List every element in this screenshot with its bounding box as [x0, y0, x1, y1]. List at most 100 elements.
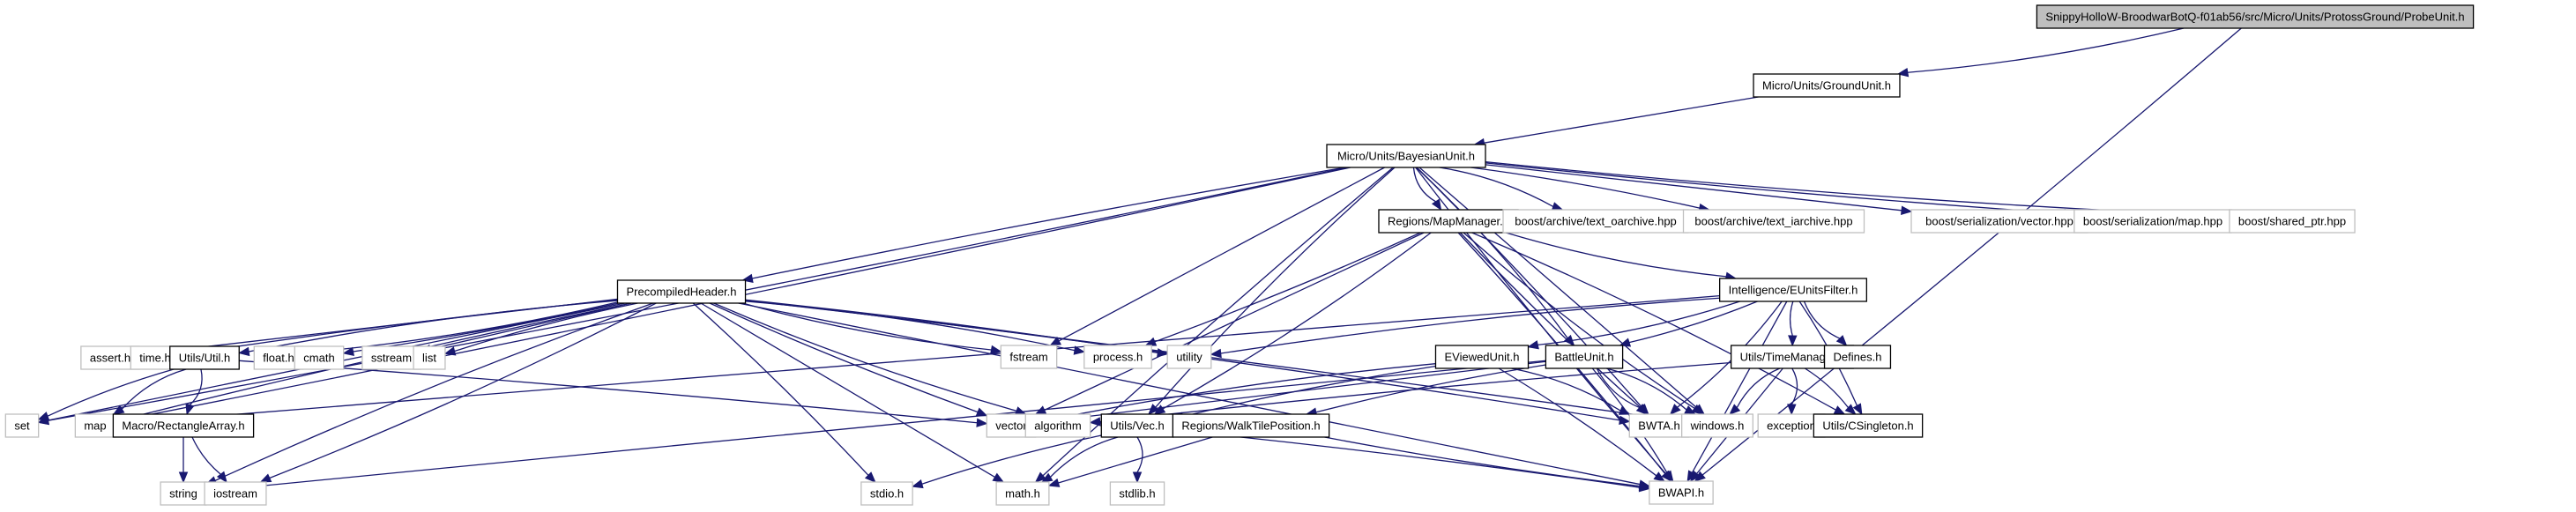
- edge-timemgr-to-windows: [1736, 367, 1781, 408]
- node-box[interactable]: [1753, 73, 1901, 98]
- node-box[interactable]: [112, 413, 255, 438]
- node-label: Utils/TimeManager.h: [1740, 351, 1845, 364]
- arrowhead-icon: [1663, 470, 1674, 483]
- node-box[interactable]: [1434, 345, 1530, 369]
- node-defines[interactable]: Defines.h: [1823, 345, 1892, 369]
- node-eviewed[interactable]: EViewedUnit.h: [1434, 345, 1530, 369]
- node-box: [413, 345, 446, 370]
- edge-bayes-to-svec: [1485, 164, 1902, 211]
- node-label: algorithm: [1034, 419, 1081, 433]
- edge-battle-to-windows: [1606, 367, 1687, 411]
- node-label: Regions/WalkTilePosition.h: [1181, 419, 1320, 433]
- edge-ground-to-bayes: [1484, 96, 1759, 144]
- node-ground[interactable]: Micro/Units/GroundUnit.h: [1753, 73, 1901, 98]
- edge-battle-to-vector: [1045, 360, 1546, 423]
- node-rectarr[interactable]: Macro/RectangleArray.h: [112, 413, 255, 438]
- arrowhead-icon: [990, 345, 1002, 355]
- edge-mapmgr-to-process: [1154, 232, 1421, 343]
- arrowhead-icon: [1787, 404, 1797, 416]
- edge-vec-to-stdlib: [1136, 436, 1143, 473]
- node-bayes[interactable]: Micro/Units/BayesianUnit.h: [1326, 144, 1486, 168]
- edge-pch-to-string: [214, 302, 654, 481]
- arrowhead-icon: [178, 471, 189, 484]
- node-box: [1910, 209, 2088, 234]
- node-windows: windows.h: [1680, 413, 1754, 438]
- arrowhead-icon: [1153, 404, 1166, 415]
- edge-bayes-to-fstream: [1058, 167, 1385, 342]
- edge-bayes-to-vec: [1155, 167, 1396, 408]
- node-label: float.h: [263, 352, 294, 365]
- node-label: Macro/RectangleArray.h: [122, 419, 244, 433]
- edge-bayes-to-toarch: [1439, 167, 1554, 207]
- node-box[interactable]: [616, 279, 747, 304]
- node-label: stdlib.h: [1119, 487, 1155, 501]
- node-box[interactable]: [1172, 413, 1330, 438]
- arrowhead-icon: [864, 471, 876, 483]
- node-stdio: stdio.h: [860, 481, 913, 506]
- node-box[interactable]: [1326, 144, 1486, 168]
- arrowhead-icon: [1073, 345, 1086, 355]
- node-box[interactable]: [1378, 209, 1519, 234]
- edge-mapmgr-to-vector: [1044, 232, 1425, 411]
- node-pch[interactable]: PrecompiledHeader.h: [616, 279, 747, 304]
- arrowhead-icon: [1040, 472, 1053, 483]
- node-box[interactable]: [2036, 4, 2475, 29]
- node-box: [1083, 345, 1152, 369]
- node-box: [1109, 481, 1165, 506]
- node-vec[interactable]: Utils/Vec.h: [1100, 413, 1174, 438]
- node-math: math.h: [995, 481, 1050, 506]
- node-tiarch: boost/archive/text_iarchive.hpp: [1682, 209, 1865, 234]
- edge-root-to-bwapi: [1701, 27, 2242, 476]
- node-walktile[interactable]: Regions/WalkTilePosition.h: [1172, 413, 1330, 438]
- arrowhead-icon: [1047, 478, 1061, 487]
- node-label: Micro/Units/BayesianUnit.h: [1337, 150, 1475, 163]
- node-box[interactable]: [1813, 413, 1924, 438]
- arrowhead-icon: [1527, 340, 1539, 350]
- arrowhead-icon: [1653, 471, 1666, 482]
- node-label: iostream: [213, 487, 257, 501]
- edge-root-to-ground: [1907, 27, 2185, 73]
- edge-timemgr-to-csingleton: [1804, 367, 1850, 409]
- edge-pch-to-bwapi: [738, 302, 1641, 486]
- edge-bayes-to-smap: [1485, 162, 2065, 214]
- arrowhead-icon: [1788, 335, 1798, 347]
- node-mapmgr[interactable]: Regions/MapManager.h: [1378, 209, 1519, 234]
- node-vector: vector: [986, 413, 1037, 438]
- edge-rectarr-to-iostream: [191, 436, 221, 475]
- arrowhead-icon: [1619, 415, 1631, 426]
- edge-eunits-to-timemgr: [1789, 301, 1794, 337]
- edge-eunits-to-map: [124, 295, 1720, 424]
- node-process: process.h: [1083, 345, 1152, 369]
- edge-pch-to-list: [454, 302, 638, 352]
- node-box[interactable]: [1823, 345, 1892, 369]
- arrowhead-icon: [216, 471, 227, 484]
- node-eunits[interactable]: Intelligence/EUnitsFilter.h: [1719, 278, 1867, 302]
- edge-pch-to-float: [312, 301, 618, 353]
- node-root[interactable]: SnippyHolloW-BroodwarBotQ-f01ab56/src/Mi…: [2036, 4, 2475, 29]
- node-iostream: iostream: [204, 481, 267, 506]
- node-label: sstream: [371, 352, 412, 365]
- arrowhead-icon: [342, 346, 354, 357]
- node-box[interactable]: [1100, 413, 1174, 438]
- node-box: [74, 413, 116, 438]
- node-box[interactable]: [1719, 278, 1867, 302]
- node-util[interactable]: Utils/Util.h: [169, 345, 240, 370]
- node-label: vector: [995, 419, 1027, 433]
- node-label: boost/archive/text_iarchive.hpp: [1694, 215, 1852, 228]
- node-cmath: cmath: [294, 345, 345, 370]
- node-label: Micro/Units/GroundUnit.h: [1762, 79, 1891, 93]
- edge-bayes-to-sptr: [1485, 160, 2220, 217]
- arrowhead-icon: [992, 472, 1005, 483]
- node-box[interactable]: [169, 345, 240, 370]
- node-assert: assert.h: [80, 345, 140, 370]
- edge-pch-to-iostream: [269, 302, 657, 479]
- edge-pch-to-fstream: [742, 302, 992, 351]
- arrowhead-icon: [1835, 335, 1848, 346]
- node-battle[interactable]: BattleUnit.h: [1545, 345, 1624, 369]
- edge-bayes-to-mapmgr: [1412, 167, 1436, 203]
- arrowhead-icon: [1619, 338, 1632, 347]
- arrowhead-icon: [1034, 471, 1046, 483]
- node-box[interactable]: [1545, 345, 1624, 369]
- edge-bayes-to-windows: [1418, 167, 1698, 409]
- node-csingleton[interactable]: Utils/CSingleton.h: [1813, 413, 1924, 438]
